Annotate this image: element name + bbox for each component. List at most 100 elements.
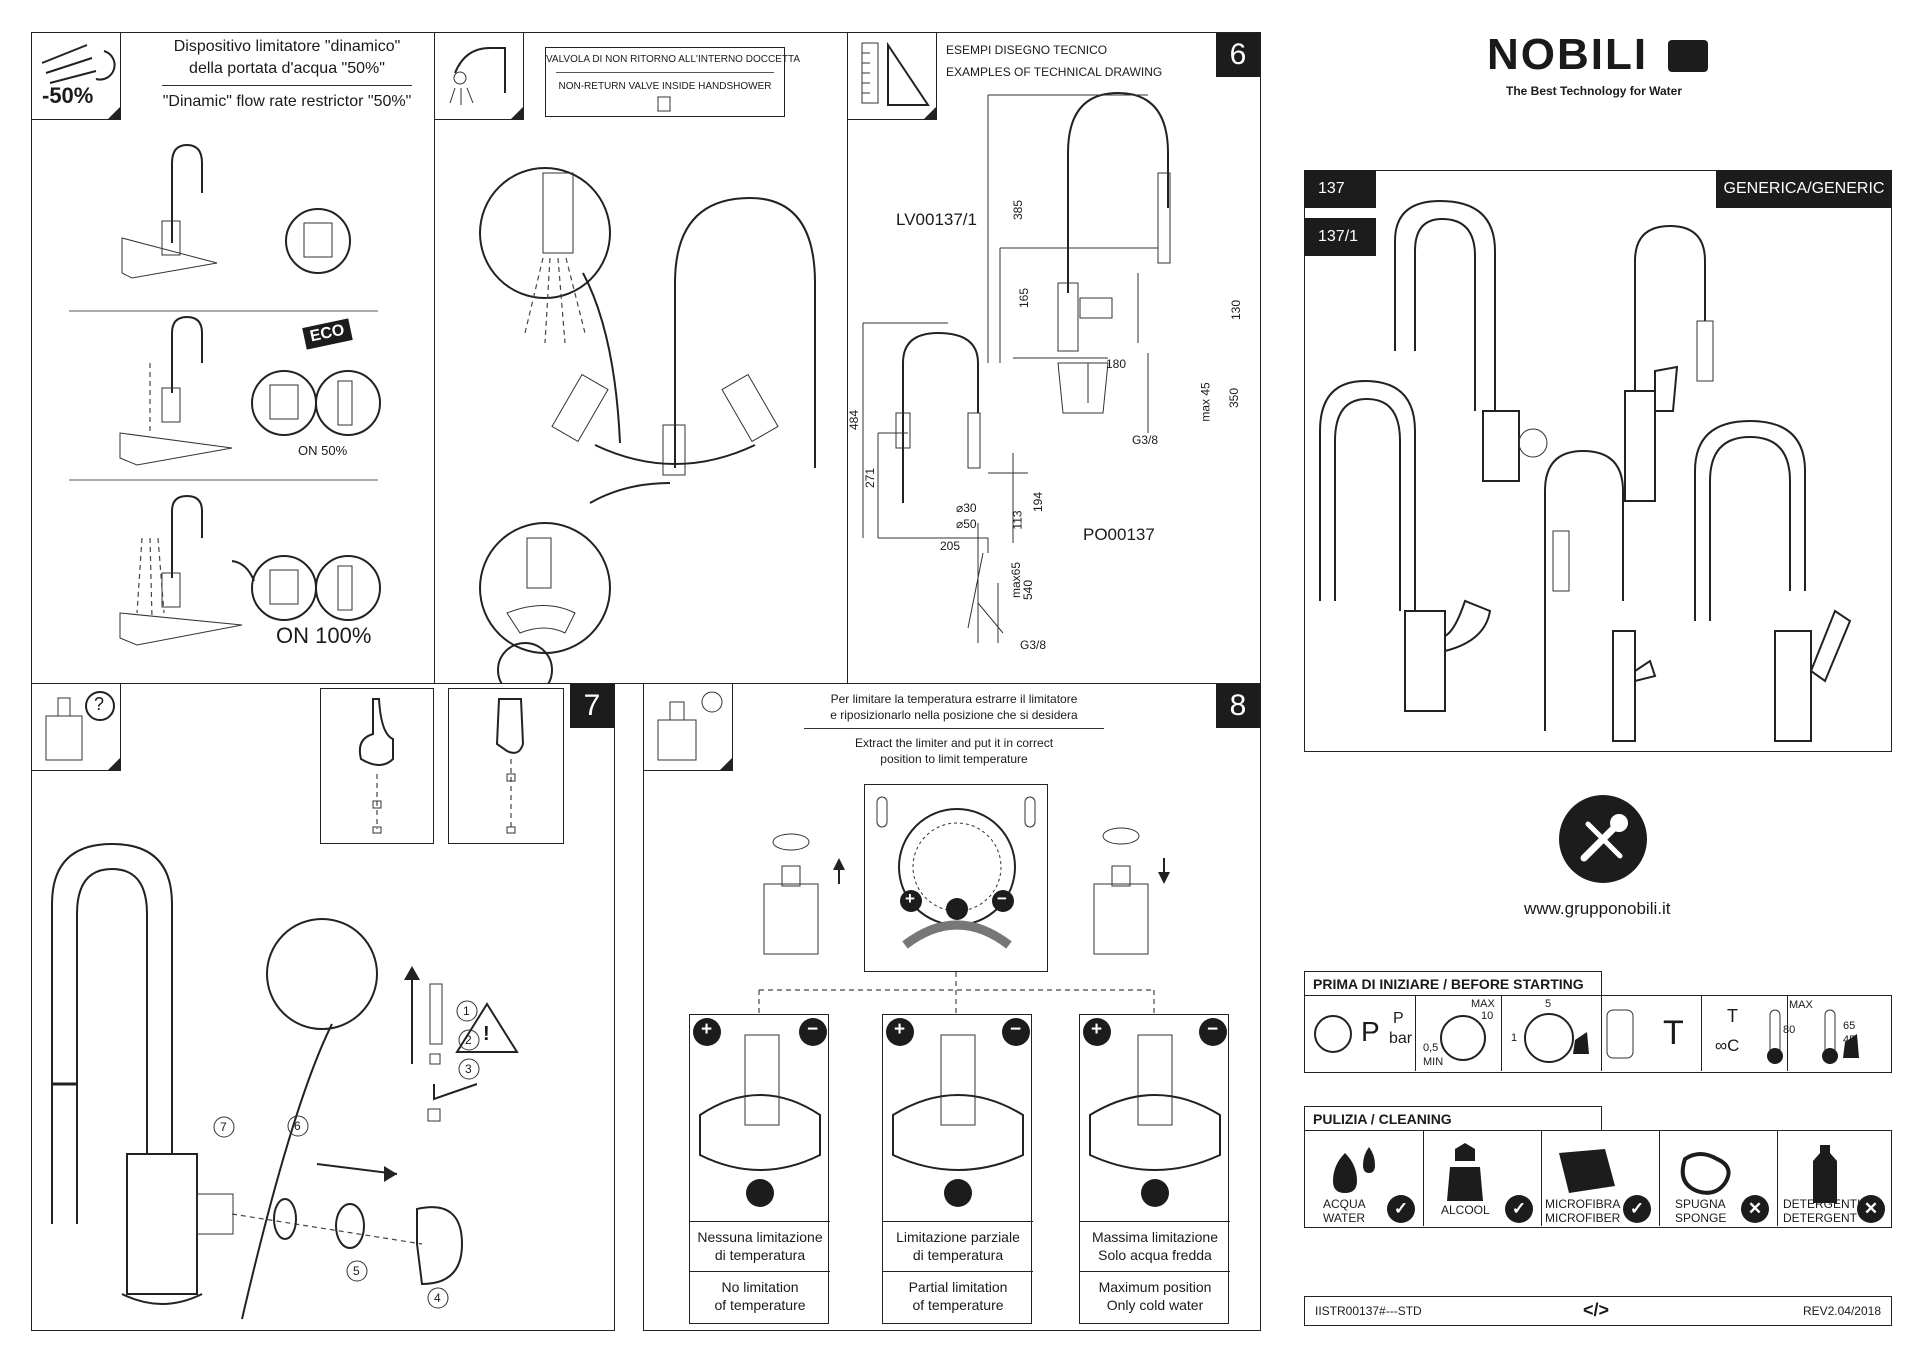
handshower-pullout-illustration	[479, 167, 816, 698]
flow-restrictor-icon	[41, 44, 116, 84]
faucet-range-illustration	[1319, 199, 1852, 742]
option-label-it-2: di temperatura	[714, 1247, 806, 1263]
panel-technical-drawing: 6 ESEMPI DISEGNO TECNICO EXAMPLES OF TEC…	[847, 32, 1261, 684]
website-link[interactable]: www.grupponobili.it	[1524, 899, 1671, 918]
handshower-icon	[449, 47, 506, 105]
callout-2: 2	[465, 1033, 472, 1047]
step-number-6: 6	[1216, 33, 1260, 77]
check-ok-icon: ✓	[1387, 1195, 1415, 1223]
option-max-limit[interactable]: + − Massima limitazione Solo acqua fredd…	[1079, 1014, 1230, 1324]
option-partial-limit[interactable]: + − Limitazione parziale di temperatura …	[882, 1014, 1033, 1324]
option-label-en-2: of temperature	[714, 1297, 806, 1313]
temperature-t: T	[1663, 1014, 1684, 1052]
panel-non-return-valve: VALVOLA DI NON RITORNO ALL'INTERNO DOCCE…	[434, 32, 848, 698]
logo-mark-icon	[1668, 40, 1708, 72]
gauge-max-value: 10	[1481, 1010, 1494, 1022]
dim-130: 130	[1229, 299, 1244, 321]
tech-title-en: EXAMPLES OF TECHNICAL DRAWING	[946, 65, 1163, 79]
option-no-limit[interactable]: + − Nessuna limitazione di temperatura N…	[689, 1014, 830, 1324]
gauge-hi-value: 5	[1545, 998, 1552, 1010]
cleaning-icons	[1333, 1143, 1837, 1203]
ring-minus: −	[997, 889, 1007, 908]
callout-7: 7	[220, 1120, 227, 1134]
gauge-lo-value: 1	[1511, 1032, 1518, 1044]
before-starting-header: PRIMA DI INIZIARE / BEFORE STARTING	[1304, 971, 1602, 995]
gauge-min-value: 0,5	[1423, 1042, 1439, 1054]
dim-385: 385	[1011, 199, 1026, 221]
option-label-it-1: Massima limitazione	[1091, 1229, 1219, 1245]
model-lv00137-1: LV00137/1	[896, 210, 977, 229]
generic-label: GENERICA/GENERIC	[1716, 170, 1892, 208]
panel-icon-box: -50%	[32, 33, 121, 120]
title-it-1: Dispositivo limitatore "dinamico"	[173, 38, 401, 55]
on-100-label: ON 100%	[276, 623, 372, 648]
panel-temperature-limiter: 8 Per limitare la temperatura estrarre i…	[643, 683, 1261, 1331]
title-it-2: della portata d'acqua "50%"	[189, 60, 385, 77]
dim-dia-30: ⌀30	[956, 501, 977, 515]
callout-1: 1	[463, 1004, 470, 1018]
dim-194: 194	[1031, 491, 1046, 513]
callout-6: 6	[294, 1119, 301, 1133]
clean-water-label-2: WATER	[1323, 1211, 1365, 1225]
pressure-p: P	[1361, 1016, 1380, 1047]
valve-note-it: VALVOLA DI NON RITORNO ALL'INTERNO DOCCE…	[546, 54, 800, 65]
option-label-en-1: Maximum position	[1098, 1279, 1212, 1295]
check-ok-icon: ✓	[1505, 1195, 1533, 1223]
model-po00137: PO00137	[1083, 525, 1155, 544]
valve-note-box: VALVOLA DI NON RITORNO ALL'INTERNO DOCCE…	[545, 47, 800, 117]
option-label-en-1: Partial limitation	[908, 1279, 1008, 1295]
dim-dia-50: ⌀50	[956, 517, 977, 531]
dim-350: 350	[1227, 387, 1242, 409]
instruction-en-2: position to limit temperature	[880, 752, 1028, 766]
option-label-en-2: Only cold water	[1106, 1297, 1204, 1313]
option-minus: −	[1010, 1019, 1022, 1040]
lever-removal-illustration	[51, 842, 519, 1320]
option-plus: +	[894, 1019, 906, 1040]
technical-drawing-illustration	[862, 91, 1171, 643]
option-plus: +	[1091, 1019, 1103, 1040]
callout-5: 5	[353, 1264, 360, 1278]
callout-4: 4	[434, 1291, 441, 1305]
clean-water-label-1: ACQUA	[1323, 1197, 1366, 1211]
question-mark: ?	[94, 694, 105, 714]
product-code-137-1: 137/1	[1304, 218, 1376, 256]
instruction-en-1: Extract the limiter and put it in correc…	[854, 736, 1054, 750]
limiter-ring-illustration	[876, 796, 1036, 949]
panel-icon-box: ?	[32, 684, 121, 771]
option-minus: −	[807, 1019, 819, 1040]
clean-detergent-label-1: DETERGENTI	[1783, 1197, 1861, 1211]
check-no-icon: ✕	[1741, 1195, 1769, 1223]
valve-icon	[657, 96, 671, 112]
revision-label: REV2.04/2018	[1802, 1304, 1881, 1318]
option-max-limit-illustration	[1083, 1018, 1227, 1207]
panel-icon-box	[435, 33, 524, 120]
option-label-en-1: No limitation	[721, 1279, 799, 1295]
clean-detergent-label-2: DETERGENT	[1783, 1211, 1858, 1225]
dim-g38-a: G3/8	[1132, 433, 1159, 447]
thermo-max-label: MAX	[1789, 999, 1813, 1011]
step-number-7: 7	[570, 684, 614, 728]
pressure-unit-bar: bar	[1389, 1030, 1413, 1047]
limiter-extraction-illustration	[758, 827, 1170, 1014]
step-number-8: 8	[1216, 684, 1260, 728]
option-no-limit-illustration	[693, 1018, 827, 1207]
thermo-65: 65	[1843, 1020, 1856, 1032]
option-minus: −	[1207, 1019, 1219, 1040]
option-label-it-1: Limitazione parziale	[896, 1229, 1020, 1245]
title-en: "Dinamic" flow rate restrictor "50%"	[162, 93, 412, 110]
document-code: IISTR00137#---STD	[1315, 1304, 1422, 1318]
lever-variant-a	[320, 688, 434, 844]
ring-plus: +	[905, 889, 915, 908]
dim-180: 180	[1106, 357, 1127, 371]
on-50-label: ON 50%	[298, 443, 348, 458]
lever-a-illustration	[358, 698, 394, 834]
cartridge-question-icon	[45, 691, 115, 761]
check-ok-icon: ✓	[1623, 1195, 1651, 1223]
panel-flow-restrictor: -50% Dispositivo limitatore "dinamico" d…	[31, 32, 435, 684]
gauge-min-label: MIN	[1423, 1056, 1444, 1068]
product-code-137: 137	[1304, 170, 1376, 208]
thermo-45: 45	[1843, 1034, 1856, 1046]
clean-microfiber-label-2: MICROFIBER	[1545, 1211, 1621, 1225]
faucet-step-1-illustration	[69, 143, 381, 646]
dim-271: 271	[863, 467, 878, 489]
